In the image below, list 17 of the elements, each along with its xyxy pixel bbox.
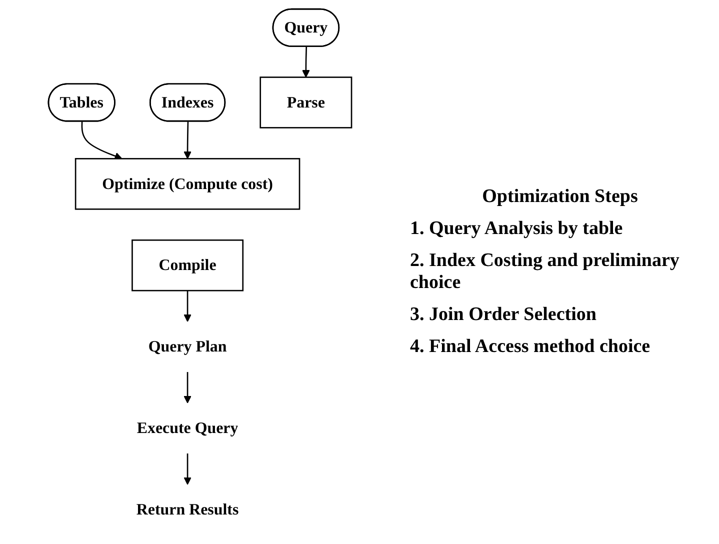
list-item: 4. Final Access method choice: [410, 336, 652, 358]
arrow: [302, 46, 310, 78]
node-text: Query Plan: [148, 338, 227, 356]
arrow: [184, 453, 192, 485]
node-text: Return Results: [136, 500, 239, 518]
list-item: 2. Index Costing and preliminary choice: [410, 250, 680, 294]
list-item: 1. Query Analysis by table: [410, 218, 624, 240]
node-text: Execute Query: [136, 418, 238, 437]
arrow: [184, 290, 192, 322]
node-box: Parse: [260, 76, 352, 128]
node-box: Compile: [132, 239, 244, 292]
arrow: [184, 372, 192, 404]
section-heading: Optimization Steps: [481, 186, 639, 208]
list-item: 3. Join Order Selection: [410, 304, 598, 326]
arrow: [81, 122, 122, 160]
arrow: [184, 122, 192, 160]
node-box: Optimize (Compute cost): [74, 158, 300, 210]
